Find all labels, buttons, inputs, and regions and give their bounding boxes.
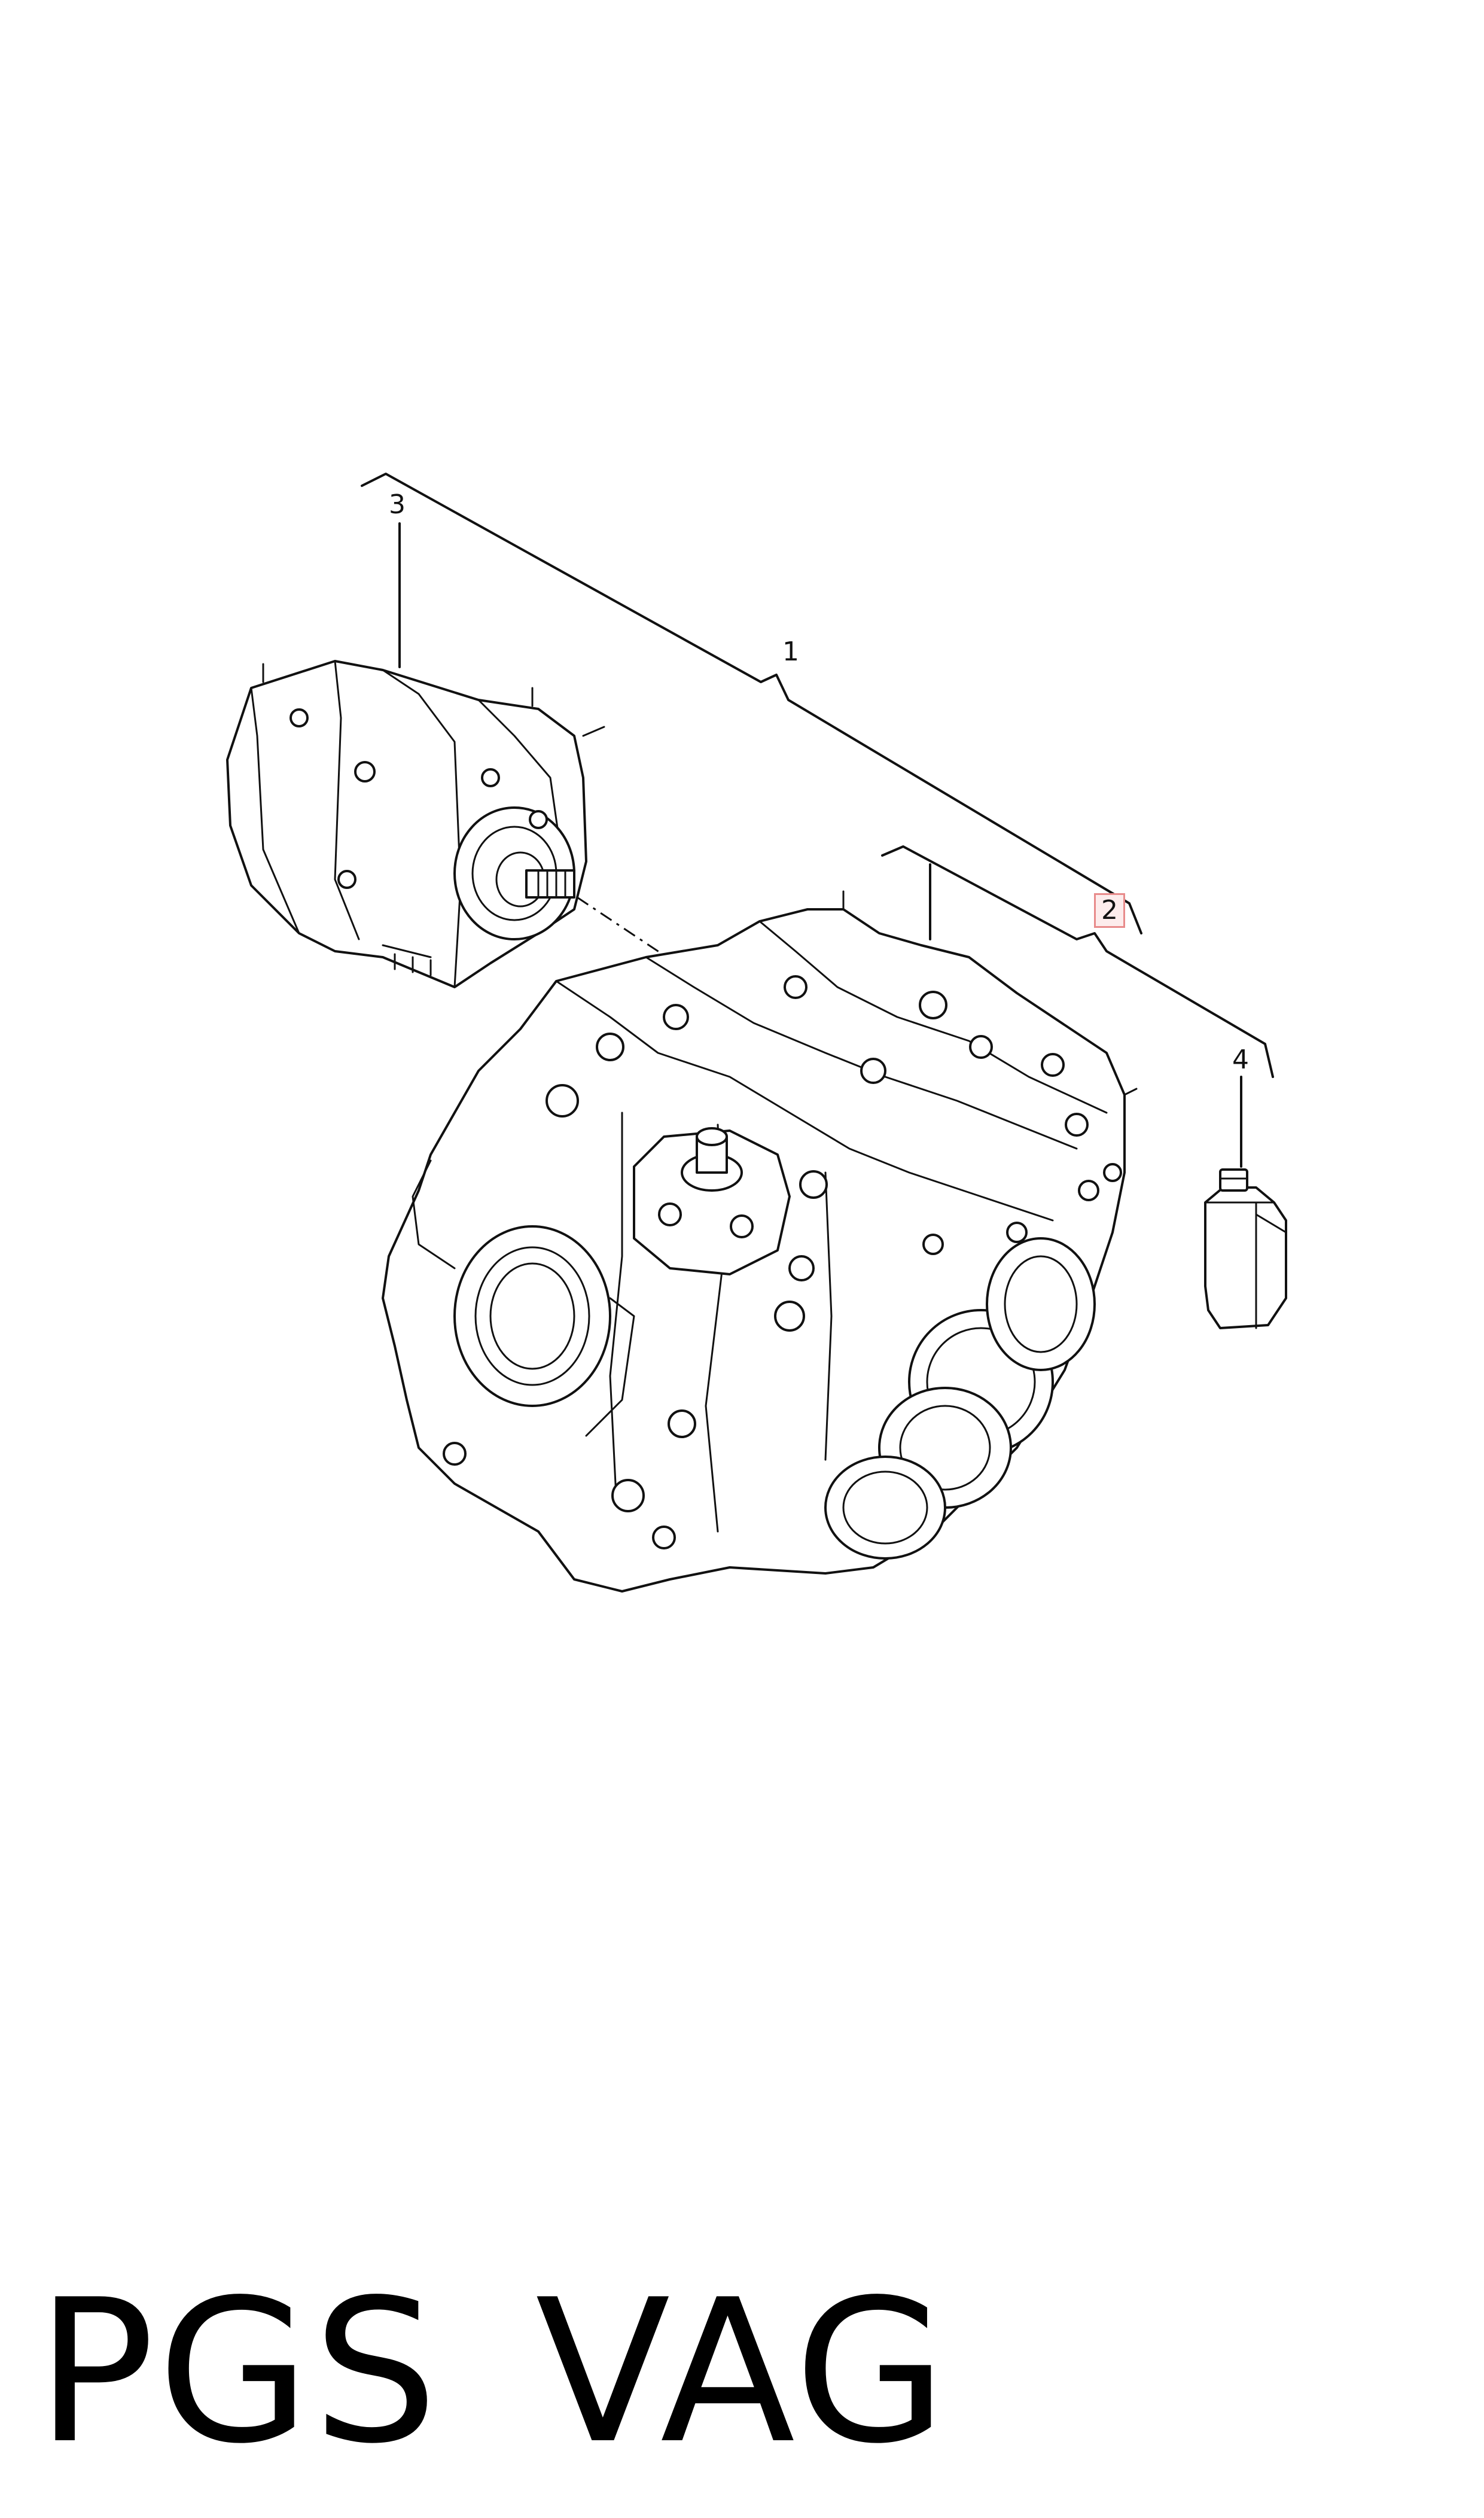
shift-tower: [633, 1127, 791, 1275]
callout-2-highlighted[interactable]: 2: [1094, 893, 1125, 928]
alignment-axis: [577, 896, 668, 958]
callout-1[interactable]: 1: [782, 637, 799, 667]
leader-line-2: [881, 845, 1274, 1078]
oil-bottle-drawing: [1204, 1168, 1287, 1329]
callout-3[interactable]: 3: [389, 489, 406, 520]
gearbox-drawing: [382, 890, 1138, 1593]
callout-4[interactable]: 4: [1232, 1045, 1249, 1075]
footer-left-text: PGS: [36, 2257, 441, 2487]
leader-line-1: [361, 473, 1142, 934]
footer-right-text: VAG: [535, 2257, 950, 2487]
transfer-case-drawing: [226, 660, 605, 988]
